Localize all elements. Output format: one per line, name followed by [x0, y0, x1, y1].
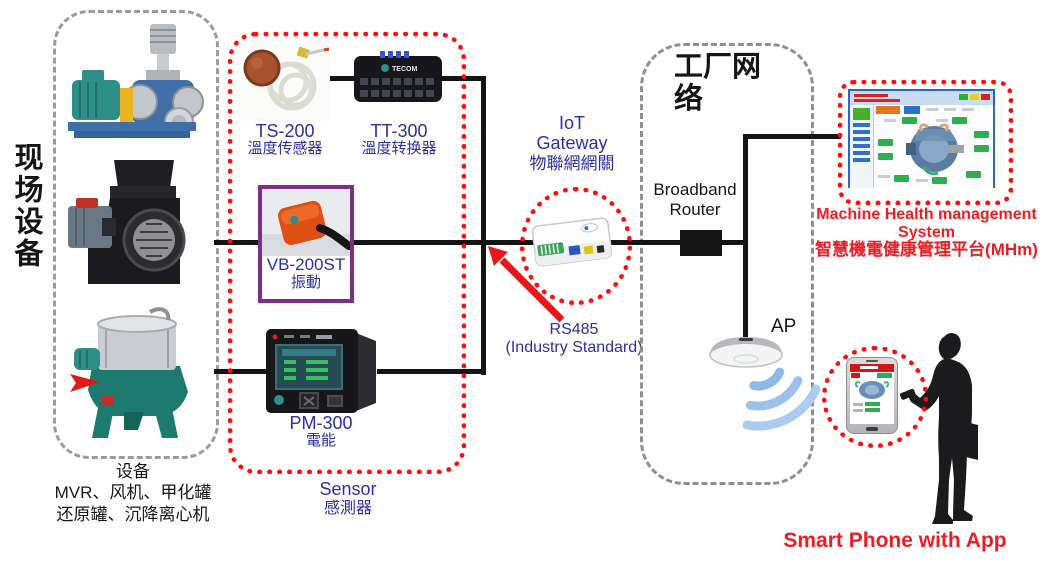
- ts200-name: 溫度传感器: [247, 140, 323, 158]
- svg-text:TECOM: TECOM: [392, 66, 417, 73]
- line-machine-to-vb: [214, 240, 260, 245]
- vb200st-model: VB-200ST: [266, 255, 346, 274]
- mhm-dashboard-screenshot: [848, 89, 995, 188]
- field-caption-line1: 设备: [116, 462, 150, 481]
- broadband-router-line1: Broadband: [653, 180, 737, 199]
- gateway-label-line2: Gateway: [536, 133, 608, 154]
- mhm-sidebar: [850, 105, 874, 188]
- pm300-model: PM-300: [289, 413, 353, 433]
- centrifuge-photo: [70, 307, 188, 438]
- vb200st-sensor-photo: [262, 190, 350, 256]
- rs485-label-line2: (Industry Standard): [505, 338, 643, 356]
- pm300-meter-photo: [266, 329, 376, 413]
- sensor-group-label-en: Sensor: [319, 479, 377, 499]
- mhm-caption-line3: 智慧機電健康管理平台(MHm): [815, 240, 1038, 260]
- vb200st-name: 振動: [290, 273, 321, 291]
- field-caption: 设备 MVR、风机、甲化罐 还原罐、沉降离心机: [33, 461, 233, 525]
- gateway-label-line1: IoT: [558, 113, 585, 133]
- vb200st-box: VB-200ST 振動: [258, 185, 354, 303]
- mhm-caption: Machine Health management System 智慧機電健康管…: [810, 206, 1043, 260]
- ts200-sensor-photo: [240, 40, 330, 122]
- pm300-name: 電能: [305, 432, 336, 450]
- field-side-label: 现场设备: [10, 142, 42, 270]
- wifi-waves-icon: [742, 367, 821, 431]
- sensor-group-label: Sensor 感測器: [288, 479, 408, 519]
- phone-app-motor-image: [854, 381, 890, 399]
- mhm-caption-line1: Machine Health management: [816, 206, 1037, 223]
- field-caption-line2: MVR、风机、甲化罐: [54, 483, 212, 503]
- mhm-titlebar: [850, 91, 993, 105]
- mhm-highlight-box: [838, 80, 1013, 205]
- factory-network-title: 工厂网络: [674, 51, 762, 115]
- factory-network-box: [640, 43, 814, 485]
- pm300-label: PM-300 電能: [270, 413, 372, 450]
- line-branch-to-mhm: [743, 134, 841, 139]
- gateway-device-photo: [531, 217, 613, 267]
- broadband-router-label: Broadband Router: [646, 180, 744, 219]
- sensor-group-label-zh: 感測器: [323, 500, 372, 518]
- ts200-label: TS-200 溫度传感器: [234, 121, 336, 158]
- tt300-name: 溫度转换器: [361, 140, 437, 158]
- mvr-blower-photo: [68, 24, 204, 138]
- tt300-model: TT-300: [370, 121, 428, 141]
- rs485-arrow: [488, 246, 565, 323]
- line-pm-to-bus: [377, 369, 486, 374]
- factory-branch-vertical: [743, 134, 748, 338]
- line-machine-to-pm: [214, 369, 266, 374]
- field-caption-line3: 还原罐、沉降离心机: [56, 504, 210, 524]
- centrifugal-fan-photo: [68, 160, 186, 284]
- gateway-label: IoT Gateway 物聯網網關: [510, 113, 634, 173]
- sensor-bus-vertical: [481, 76, 486, 375]
- ap-label: AP: [771, 316, 797, 337]
- mhm-caption-line2: System: [898, 223, 955, 241]
- smartphone-caption: Smart Phone with App: [783, 529, 1007, 552]
- mhm-motor-image: [906, 123, 964, 176]
- phone-highlight-circle: [822, 346, 928, 448]
- tt300-label: TT-300 溫度转换器: [348, 121, 450, 158]
- field-equipment-box: [53, 10, 219, 459]
- mhm-canvas: [874, 105, 993, 188]
- rs485-label: RS485 (Industry Standard): [484, 321, 664, 357]
- smartphone-app-screenshot: [846, 357, 898, 434]
- broadband-router-line2: Router: [669, 199, 721, 219]
- gateway-highlight-circle: [520, 187, 632, 305]
- sensor-group-box: [228, 32, 466, 474]
- line-ts-to-tt: [322, 76, 356, 81]
- gateway-label-line3: 物聯網網關: [529, 153, 615, 173]
- phone-app-header: [850, 364, 894, 372]
- router-box: [680, 230, 722, 256]
- tt300-converter-photo: TECOM: [354, 51, 442, 102]
- access-point-device: [709, 337, 783, 368]
- ts200-model: TS-200: [255, 121, 315, 141]
- rs485-label-line1: RS485: [549, 321, 599, 338]
